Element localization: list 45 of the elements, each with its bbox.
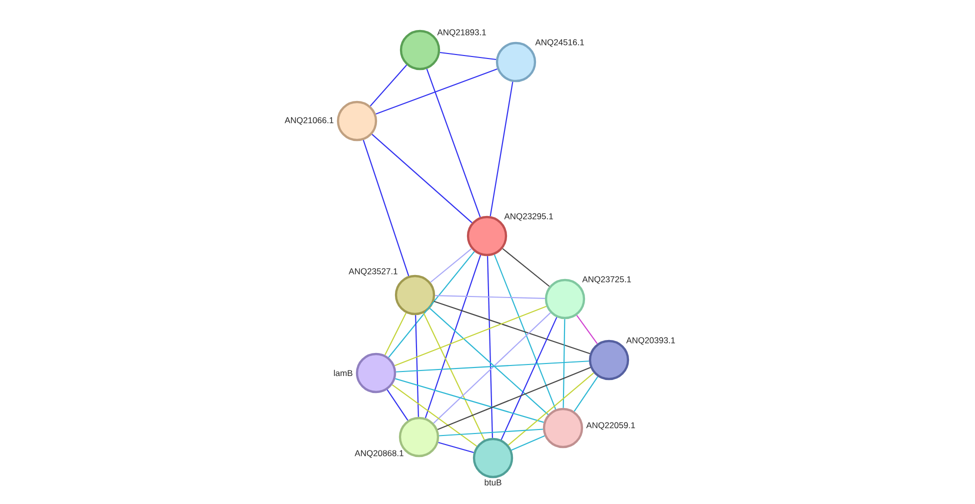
interaction-line [440,52,496,60]
interaction-line [434,300,590,354]
interaction-line [392,384,478,447]
interaction-line [508,372,594,446]
interaction-line [362,140,410,276]
interaction-line [500,317,558,440]
node-label: lamB [334,370,352,376]
interaction-line [502,248,550,287]
interaction-line [511,435,545,451]
interaction-line [487,256,494,438]
interaction-line [396,360,589,372]
interaction-line [433,312,551,424]
node-label: ANQ22059.1 [586,422,635,430]
interaction-line [423,312,485,440]
interaction-line [490,82,514,216]
node-label: ANQ23725.1 [582,276,631,284]
interaction-line [395,378,544,423]
interaction-line [437,367,591,430]
node-label: ANQ20868.1 [354,450,404,458]
interaction-line [386,389,408,421]
interaction-line [439,428,543,436]
interaction-line [376,68,498,115]
interaction-line [424,254,482,418]
interaction-line [372,134,472,224]
interaction-line [388,251,475,358]
node-label: ANQ23527.1 [348,268,398,276]
node-label: ANQ21066.1 [284,117,334,125]
interaction-line [435,294,545,300]
interaction-line [494,254,556,410]
interaction-line [430,308,548,415]
interaction-line [384,312,406,356]
interaction-line [430,248,472,283]
node-label: ANQ20393.1 [626,337,675,345]
interaction-line [370,64,408,106]
interaction-line [415,315,419,417]
interaction-line [562,319,566,408]
node-label: ANQ23295.1 [504,213,553,221]
interaction-line [394,306,546,366]
node-label: ANQ21893.1 [437,29,486,37]
node-label: ANQ24516.1 [535,39,584,47]
interaction-line [574,376,598,412]
interaction-line [576,314,598,344]
interaction-line [426,68,481,218]
node-label: btuB [484,479,502,486]
interaction-line [438,442,474,454]
